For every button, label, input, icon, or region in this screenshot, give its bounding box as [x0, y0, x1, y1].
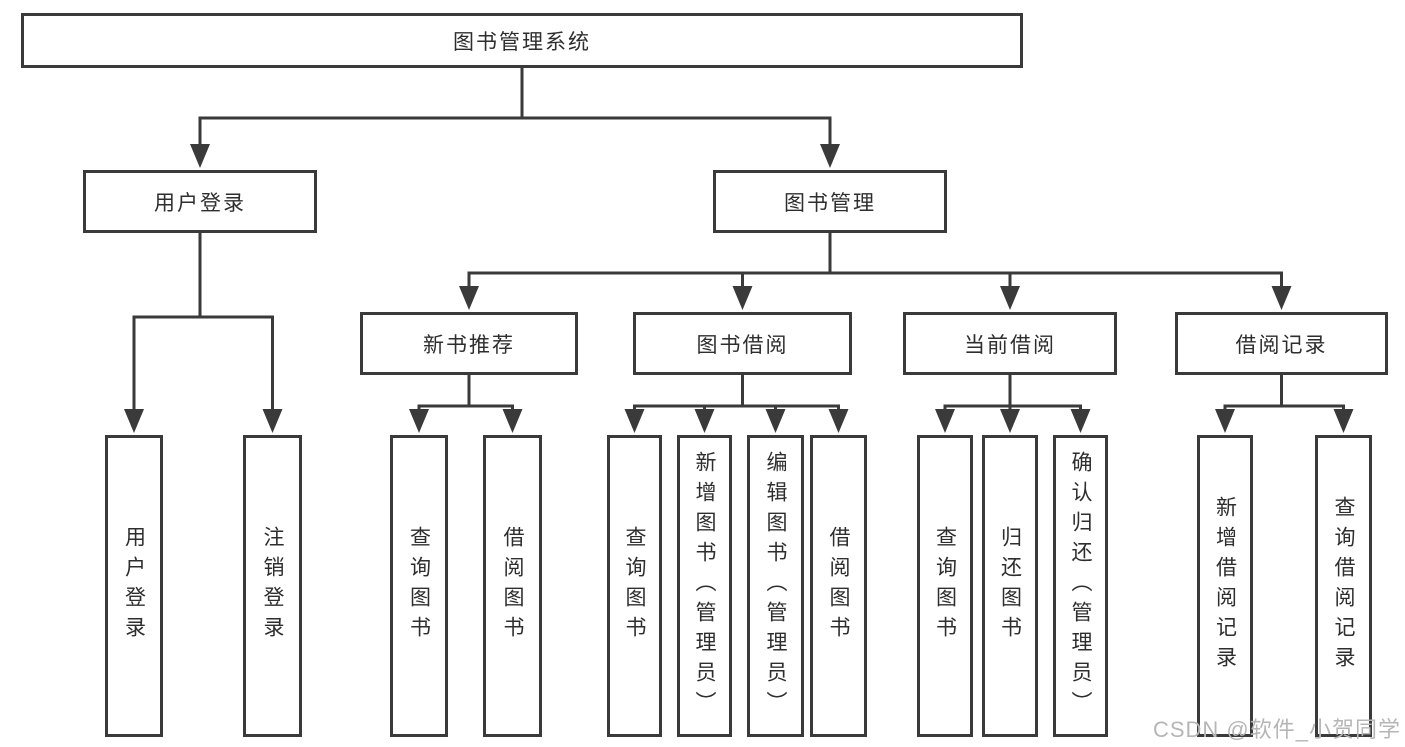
node-label-book-management: 图书管理: [784, 191, 876, 215]
node-label-borrow-records: 借阅记录: [1235, 333, 1328, 357]
node-label-book-borrow: 图书借阅: [696, 333, 789, 357]
node-label-records-query-record: 查询借阅记录: [1332, 496, 1355, 676]
node-current-query-book: 查询图书: [917, 435, 973, 737]
node-label-current-return-book: 归还图书: [998, 526, 1022, 646]
node-borrow-edit-book: 编辑图书（管理员）: [747, 435, 804, 737]
node-login-user-login: 用户登录: [105, 435, 163, 737]
node-label-login-logout: 注销登录: [261, 526, 284, 646]
node-label-user-login: 用户登录: [154, 191, 246, 215]
node-label-login-user-login: 用户登录: [122, 526, 146, 646]
node-label-current-query-book: 查询图书: [933, 526, 957, 646]
node-login-logout: 注销登录: [243, 435, 302, 737]
node-library-system: 图书管理系统: [21, 13, 1023, 68]
node-records-query-record: 查询借阅记录: [1315, 435, 1372, 737]
node-label-borrow-query-book: 查询图书: [623, 526, 646, 646]
csdn-watermark: CSDN @软件_小贺同学: [1152, 717, 1401, 742]
node-label-recommend-borrow-book: 借阅图书: [501, 526, 524, 646]
node-recommend-query-book: 查询图书: [390, 435, 448, 737]
node-label-borrow-edit-book: 编辑图书（管理员）: [764, 451, 787, 721]
node-book-management: 图书管理: [713, 170, 947, 233]
node-book-borrow: 图书借阅: [633, 312, 852, 375]
node-label-borrow-add-book: 新增图书（管理员）: [693, 451, 716, 721]
node-borrow-query-book: 查询图书: [607, 435, 662, 737]
node-label-library-system: 图书管理系统: [453, 30, 591, 54]
node-borrow-borrow-book: 借阅图书: [810, 435, 867, 737]
node-recommend-borrow-book: 借阅图书: [483, 435, 542, 737]
node-label-current-confirm-return: 确认归还（管理员）: [1069, 451, 1092, 721]
node-current-borrow: 当前借阅: [903, 312, 1117, 375]
node-label-new-book-recommend: 新书推荐: [423, 333, 515, 357]
node-new-book-recommend: 新书推荐: [360, 312, 578, 375]
node-label-recommend-query-book: 查询图书: [407, 526, 431, 646]
node-current-return-book: 归还图书: [982, 435, 1038, 737]
node-user-login: 用户登录: [83, 170, 317, 233]
node-borrow-add-book: 新增图书（管理员）: [677, 435, 732, 737]
node-label-borrow-borrow-book: 借阅图书: [827, 526, 850, 646]
node-current-confirm-return: 确认归还（管理员）: [1053, 435, 1108, 737]
node-label-current-borrow: 当前借阅: [964, 333, 1056, 357]
node-records-add-record: 新增借阅记录: [1197, 435, 1253, 737]
node-label-records-add-record: 新增借阅记录: [1213, 496, 1237, 676]
node-borrow-records: 借阅记录: [1175, 312, 1388, 375]
